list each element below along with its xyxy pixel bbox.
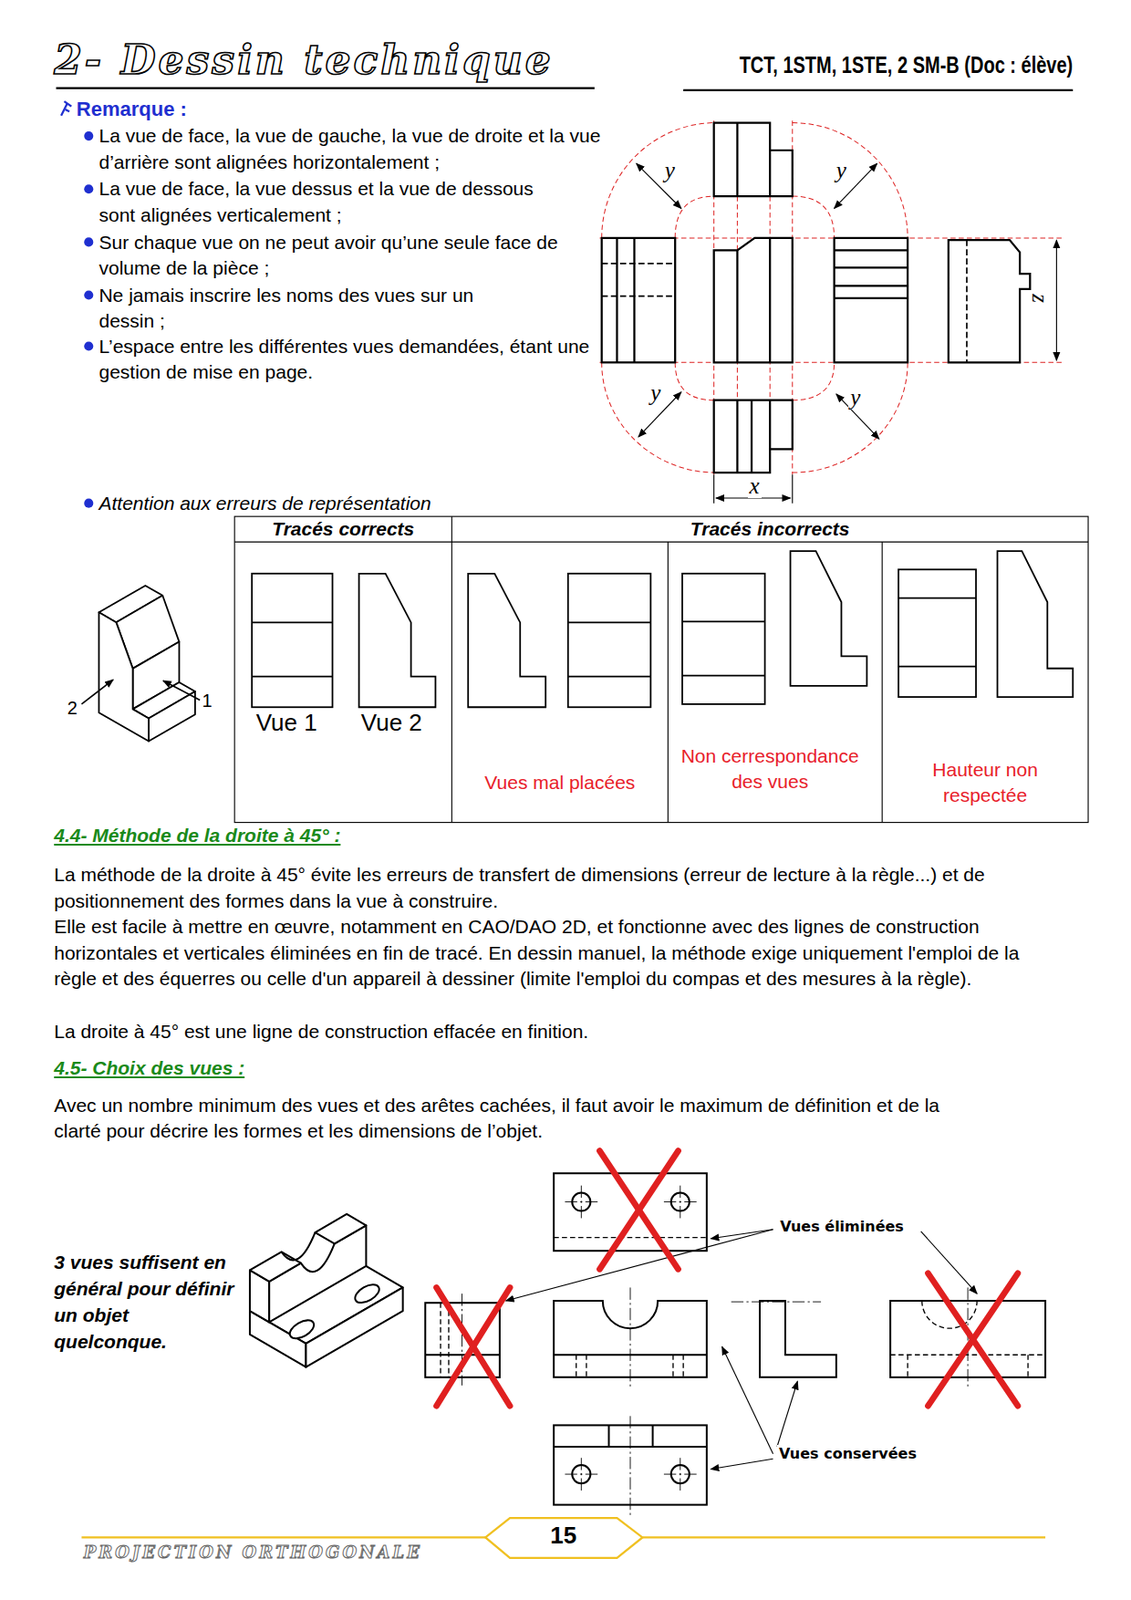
bullet-text: Ne jamais inscrire les noms des vues sur… <box>98 282 528 335</box>
candidate-views <box>425 1172 1046 1505</box>
error-label: Vues mal placées <box>451 769 668 796</box>
dimension-label: y <box>848 385 862 410</box>
leader-label: Vues éliminées <box>778 1217 906 1236</box>
dimension-lines <box>636 163 1058 503</box>
bullet-text: Sur chaque vue on ne peut avoir qu’une s… <box>98 229 579 282</box>
dimension-label: y <box>648 381 663 405</box>
orthographic-views <box>601 123 1031 474</box>
page-title: 2- Dessin technique <box>53 37 553 84</box>
dimension-label: y <box>834 158 849 183</box>
view-label: Vue 1 <box>256 708 318 737</box>
table-views <box>251 550 1073 707</box>
leader-lines <box>506 1229 978 1470</box>
section-heading: 4.5- Choix des vues : <box>53 1055 245 1082</box>
callout-number: 2 <box>67 697 78 718</box>
section-heading: 4.4- Méthode de la droite à 45° : <box>53 822 341 850</box>
paragraph: Avec un nombre minimum des vues et des a… <box>53 1092 985 1145</box>
view-label: Vue 2 <box>361 708 423 737</box>
table-grid <box>234 516 1089 822</box>
class-header: TCT, 1STM, 1STE, 2 SM-B (Doc : élève) <box>612 49 1073 81</box>
side-note: 3 vues suffisent en général pour définir… <box>53 1248 239 1355</box>
view-arrows <box>81 679 200 705</box>
header-rule <box>55 88 1073 91</box>
note-heading: Remarque : <box>76 96 187 124</box>
dimension-label: y <box>663 158 677 183</box>
isometric-part <box>98 585 195 742</box>
isometric-support <box>249 1214 404 1368</box>
page-number: 15 <box>509 1521 617 1549</box>
footer-title: PROJECTION ORTHOGONALE <box>83 1542 423 1563</box>
paragraph: La droite à 45° est une ligne de constru… <box>53 1018 1048 1046</box>
center-lines <box>462 1185 969 1515</box>
warning-note: Attention aux erreurs de représentation <box>98 490 431 518</box>
error-label: Hauteur non respectée <box>894 757 1077 809</box>
paragraph: La méthode de la droite à 45° évite les … <box>53 861 1048 914</box>
table-header: Tracés corrects <box>234 517 452 541</box>
bullets <box>83 131 94 509</box>
construction-lines <box>599 120 1063 475</box>
bullet-text: La vue de face, la vue dessus et la vue … <box>98 176 548 229</box>
table-header: Tracés incorrects <box>451 517 1089 541</box>
pin-icon <box>61 101 72 116</box>
error-label: Non cerrespondance des vues <box>680 743 861 795</box>
leader-label: Vues conservées <box>777 1444 919 1464</box>
dimension-label: x <box>747 474 762 499</box>
paragraph: Elle est facile à mettre en œuvre, notam… <box>53 913 1059 993</box>
hidden-edges <box>601 239 967 363</box>
dimension-label: z <box>1027 291 1052 305</box>
bullet-text: L’espace entre les différentes vues dema… <box>98 333 599 386</box>
callout-number: 1 <box>201 690 212 711</box>
bullet-text: La vue de face, la vue de gauche, la vue… <box>98 123 614 176</box>
rejection-cross <box>436 1151 1018 1407</box>
